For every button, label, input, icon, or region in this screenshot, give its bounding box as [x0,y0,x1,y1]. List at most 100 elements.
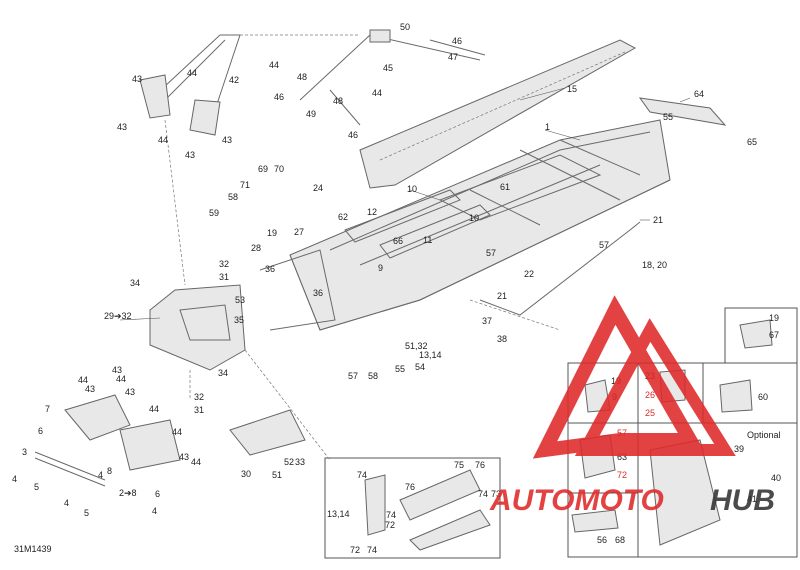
detail-parts-right [571,319,773,546]
callout: 10 [407,184,417,194]
callout: 46 [452,36,462,46]
callout: 63 [617,452,627,462]
callout: 4 [12,474,17,484]
callout: 39 [734,444,744,454]
callout: 4 [64,498,69,508]
callout: 19 [267,228,277,238]
callout: 58 [368,371,378,381]
callout: 9 [378,263,383,273]
callout: 48 [297,72,307,82]
callout: 70 [274,164,284,174]
callout: 43 [179,452,189,462]
callout: 43 [222,135,232,145]
callout: 15 [567,84,577,94]
callout: 31 [194,405,204,415]
callout: 2➔8 [119,488,137,498]
callout: 8 [107,466,112,476]
callout: 72 [350,545,360,555]
optional-label: Optional [747,430,781,440]
callout: 19 [769,313,779,323]
callout: 43 [112,365,122,375]
callout: 69 [258,164,268,174]
callout: 32 [219,259,229,269]
callout: 43 [185,150,195,160]
watermark-brand-right: HUB [710,484,775,517]
upper-links [299,29,486,126]
callout: 65 [747,137,757,147]
callout: 6 [38,426,43,436]
callout: 62 [338,212,348,222]
callout: 5 [34,482,39,492]
callout-labels: 1 3 4 4 4 4 5 5 6 6 7 8 9 9 10 10 11 12 … [12,22,781,555]
tunnel-frame [289,119,671,331]
callout: 43 [125,387,135,397]
callout: 43 [85,384,95,394]
callout: 51 [272,470,282,480]
callout: 1 [545,122,550,132]
callout: 44 [172,427,182,437]
diagram-code: 31M1439 [14,544,52,554]
callout: 10 [469,213,479,223]
callout: 66 [393,236,403,246]
callout: 60 [758,392,768,402]
callout: 21 [653,215,663,225]
callout: 42 [229,75,239,85]
watermark-triangle-right [574,318,736,456]
callout: 68 [615,535,625,545]
callout: 28 [251,243,261,253]
callout: 44 [149,404,159,414]
callout: 41 [747,494,757,504]
callout: 46 [274,92,284,102]
callout: 11 [423,235,432,245]
callout: 26 [645,390,655,400]
callout: 64 [694,89,704,99]
leader-lines [119,87,691,321]
callout: 59 [209,208,219,218]
callout: 71 [240,180,250,190]
running-board [359,39,637,189]
callout: 48 [333,96,343,106]
callout: 49 [306,109,316,119]
callout: 57 [348,371,358,381]
connector-lines [164,34,561,461]
callout: 74 [386,510,396,520]
callout: 33 [295,457,305,467]
callout: 22 [524,269,534,279]
callout: 37 [482,316,492,326]
callout: 75 [454,460,464,470]
callout: 7 [45,404,50,414]
callout: 4 [98,470,103,480]
callout: 58 [228,192,238,202]
callout: 51,32 [405,341,428,351]
callout: 6 [155,489,160,499]
callout: 61 [500,182,510,192]
callout: 44 [187,68,197,78]
callout: 25 [645,408,655,418]
callout: 53 [235,295,245,305]
callout: 27 [294,227,304,237]
callout: 44 [116,374,126,384]
rear-bumper-part [638,97,727,126]
callout: 5 [84,508,89,518]
callout: 57 [599,240,609,250]
callout: 72 [385,520,395,530]
callout: 74 [367,545,377,555]
callout: 13,14 [419,350,442,360]
callout: 57 [486,248,496,258]
callout: 72 [617,470,627,480]
callout: 43 [117,122,127,132]
callout: 74 [357,470,367,480]
callout: 50 [400,22,410,32]
side-pipe [479,221,641,316]
callout: 36 [313,288,323,298]
callout: 4 [152,506,157,516]
callout: 55 [663,112,673,122]
steering-column [139,34,241,136]
callout: 44 [372,88,382,98]
lower-center-part [229,409,306,456]
callout: 3 [22,447,27,457]
callout: 67 [769,330,779,340]
callout: 12 [367,207,377,217]
callout: 56 [597,535,607,545]
watermark-brand-left: AUTOMOTO [489,484,664,517]
